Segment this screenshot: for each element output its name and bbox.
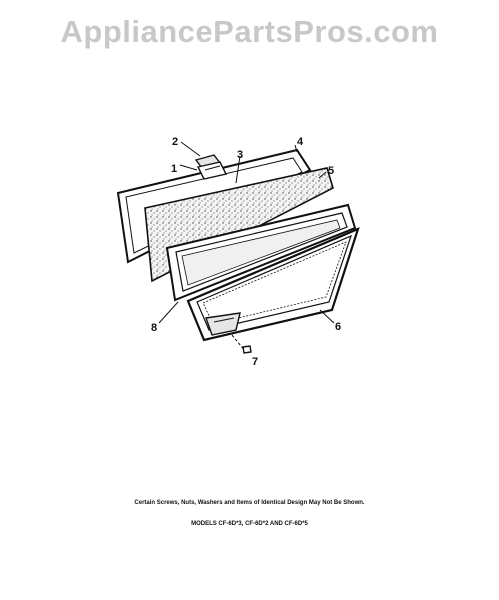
door-liner-frame [165,203,357,302]
callout-8: 8 [151,322,157,334]
callout-3: 3 [237,149,243,161]
footer-models: MODELS CF-6D*3, CF-6D*2 AND CF-6D*5 [191,521,308,527]
callout-7: 7 [252,356,258,368]
callout-5: 5 [328,165,334,177]
callout-4: 4 [297,136,304,148]
callout-6: 6 [335,321,341,333]
leader-lines [158,141,335,324]
callout-2: 2 [172,136,178,148]
watermark-text: AppliancePartsPros.com [60,14,439,49]
footer-note: Certain Screws, Nuts, Washers and Items … [134,500,365,506]
handle-assembly [194,154,228,180]
callout-1: 1 [171,163,177,175]
door-gasket [186,227,360,342]
screw-part [231,334,252,354]
